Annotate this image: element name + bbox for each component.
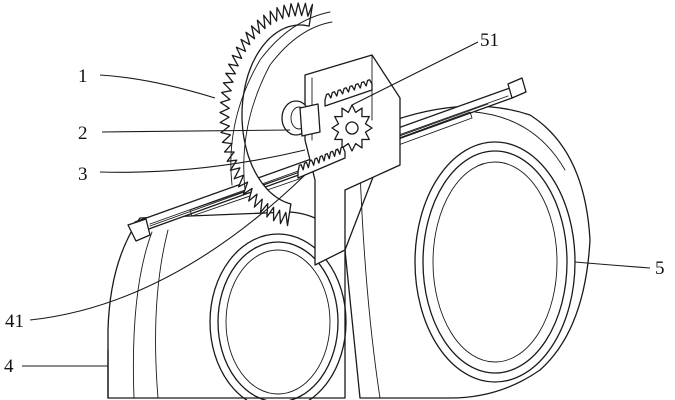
right-ring-inner — [432, 161, 558, 363]
right-ring-mid — [422, 150, 568, 374]
label-5: 5 — [655, 258, 665, 279]
left-housing — [107, 211, 347, 400]
small-gear — [331, 104, 373, 152]
left-ring-mid — [217, 241, 339, 400]
label-51: 51 — [480, 30, 499, 51]
label-1: 1 — [78, 66, 88, 87]
left-tab — [127, 218, 151, 242]
leader-51 — [351, 41, 479, 106]
right-housing — [344, 105, 591, 399]
left-ring-outer — [209, 233, 347, 400]
rack — [297, 79, 373, 179]
leader-3 — [99, 149, 306, 173]
leader-1 — [99, 74, 216, 99]
left-ring-inner — [225, 249, 331, 395]
label-4: 4 — [4, 356, 14, 377]
leader-lines — [22, 41, 651, 367]
label-2: 2 — [78, 123, 88, 144]
leader-5 — [574, 261, 651, 269]
shaft — [281, 100, 321, 137]
label-41: 41 — [5, 311, 24, 332]
large-gear — [219, 2, 333, 227]
leader-2 — [101, 129, 291, 133]
part-labels: 1 2 3 41 4 51 5 — [4, 30, 665, 377]
leader-41 — [29, 174, 306, 321]
label-3: 3 — [78, 164, 88, 185]
right-tab — [507, 77, 527, 99]
